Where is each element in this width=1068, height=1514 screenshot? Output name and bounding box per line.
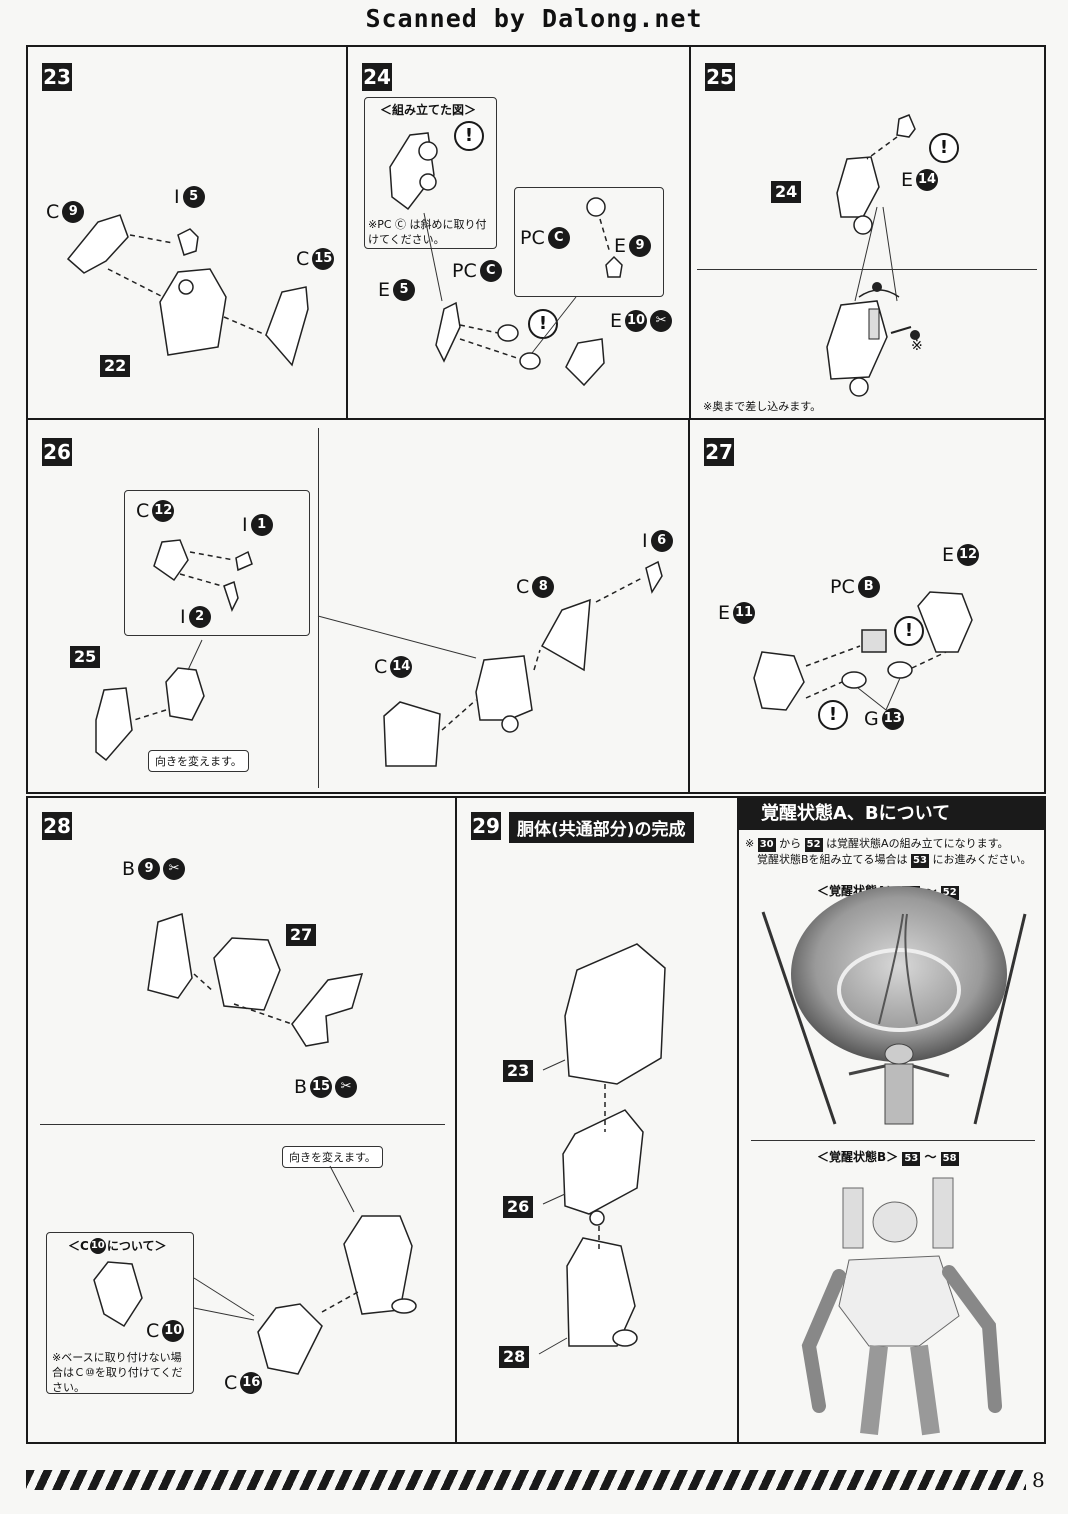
awakening-states-panel: 覚醒状態A、Bについて ※ 30 から 52 は覚醒状態Aの組み立てになります。…: [737, 796, 1046, 1444]
awakening-instruction-line-1: ※ 30 から 52 は覚醒状態Aの組み立てになります。: [745, 837, 1009, 852]
step-number: 25: [705, 63, 735, 91]
step-26-parts-illustration: [95, 539, 663, 767]
step-number: 28: [42, 812, 72, 840]
striped-footer-bar: [26, 1470, 1026, 1490]
step-number: 29: [471, 812, 501, 840]
ref-step-27: 27: [286, 924, 317, 946]
step-number: 27: [704, 438, 734, 466]
cut-tool-icon: ✂: [163, 858, 186, 880]
scan-header: Scanned by Dalong.net: [365, 4, 703, 33]
ref-step-25: 25: [70, 646, 101, 668]
step-29-panel: 29 胴体(共通部分)の完成 23 26 28: [455, 796, 739, 1444]
ref-step-28: 28: [499, 1346, 530, 1368]
state-b-label: ＜覚醒状態B＞ 53 ～ 58: [817, 1150, 959, 1166]
detail-box: [514, 187, 664, 297]
ref-step-22: 22: [100, 355, 131, 377]
assembled-view-title: ＜組み立てた図＞: [380, 103, 477, 117]
step-27-parts-illustration: [753, 591, 973, 711]
cut-tool-icon: ✂: [650, 310, 673, 332]
pc-angle-note: ※PC Ⓒ は斜めに取り付けてください。: [368, 218, 487, 246]
divider-line: [751, 1140, 1035, 1141]
caution-icon: !: [894, 616, 924, 646]
divider-line: [40, 1124, 445, 1125]
ref-step-23: 23: [503, 1060, 534, 1082]
insert-fully-note: ※奥まで差し込みます。: [703, 400, 822, 413]
ref-step-26: 26: [503, 1196, 534, 1218]
step-number: 24: [362, 63, 392, 91]
cut-tool-icon: ✂: [335, 1076, 358, 1098]
step-number: 26: [42, 438, 72, 466]
awakening-instruction-line-2: 覚醒状態Bを組み立てる場合は 53 にお進みください。: [757, 853, 1032, 868]
c10-detail-box: [46, 1232, 194, 1394]
step-23-parts-illustration: [66, 214, 309, 367]
c10-note: ※ベースに取り付けない場合はＣ⑩を取り付けてください。: [52, 1351, 183, 1394]
step-25-parts-illustration: [826, 114, 920, 397]
caution-icon: !: [929, 133, 959, 163]
assembled-view-box: [364, 97, 497, 249]
awakening-states-heading: 覚醒状態A、Bについて: [739, 798, 1044, 830]
state-b-figure-photo: [801, 1177, 1002, 1436]
caution-icon: !: [454, 121, 484, 151]
page-number: 8: [1032, 1468, 1045, 1492]
turn-around-label: 向きを変えます。: [282, 1146, 383, 1168]
reference-mark: ※: [911, 338, 923, 354]
ref-step-24: 24: [771, 181, 802, 203]
step-29-title: 胴体(共通部分)の完成: [509, 812, 694, 843]
caution-icon: !: [818, 700, 848, 730]
turn-around-label: 向きを変えます。: [148, 750, 249, 772]
step-24-parts-illustration: [389, 132, 623, 387]
step-number: 23: [42, 63, 72, 91]
step-29-body-assembly-illustration: [538, 943, 666, 1355]
divider-line: [697, 269, 1037, 270]
state-a-figure-photo: [761, 886, 1027, 1125]
caution-icon: !: [528, 309, 558, 339]
step-28-parts-illustration: [93, 913, 417, 1375]
vertical-divider: [318, 428, 319, 788]
detail-box: [124, 490, 310, 636]
